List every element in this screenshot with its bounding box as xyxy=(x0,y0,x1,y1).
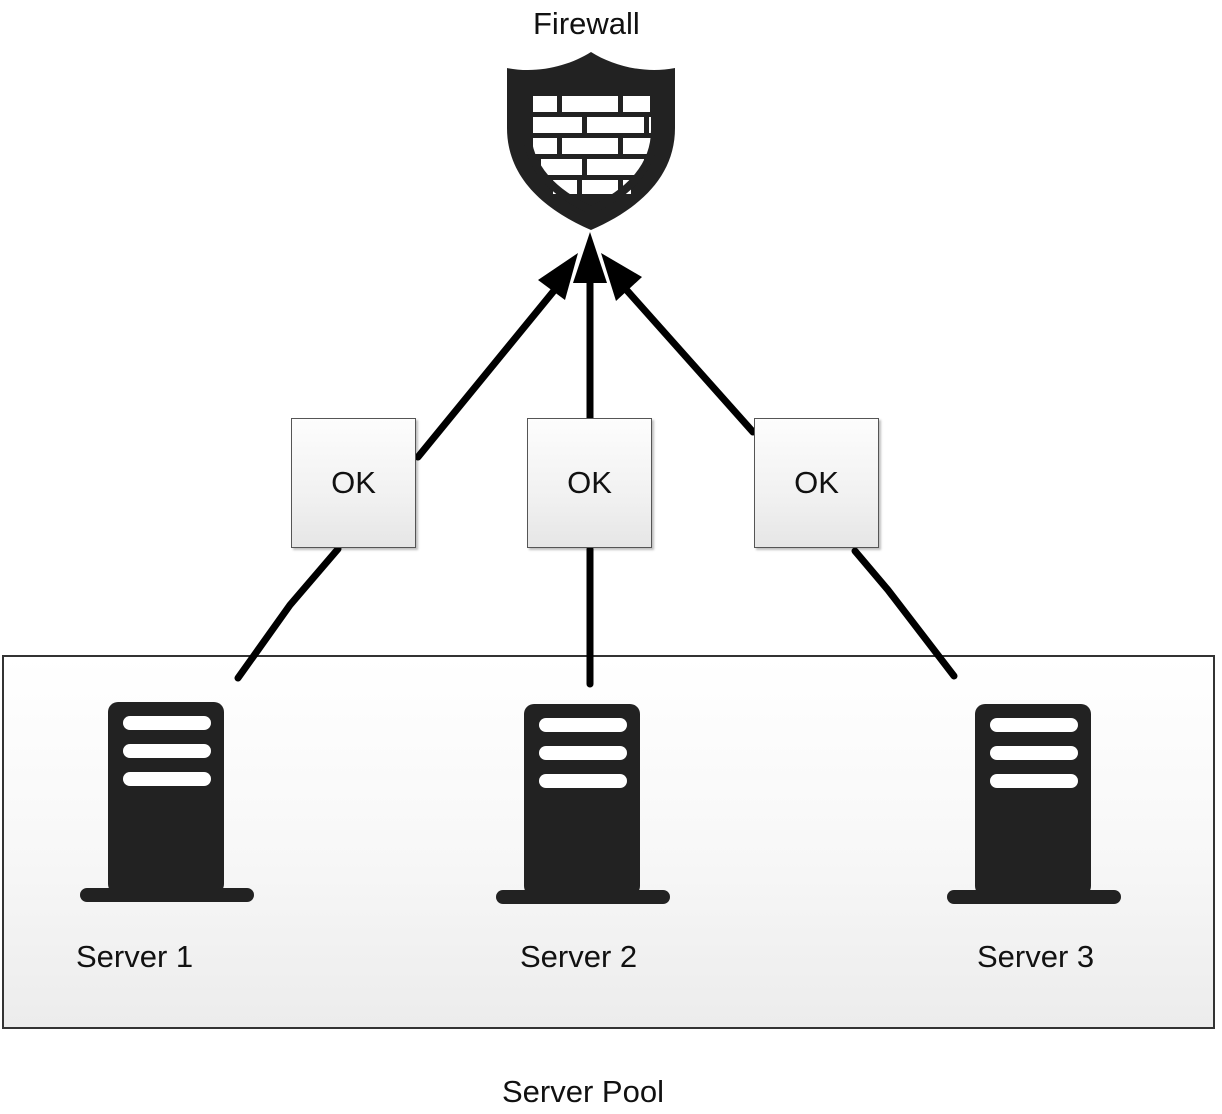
connector-server-3-to-ok xyxy=(851,547,958,680)
server-3-label: Server 3 xyxy=(977,939,1095,974)
arrowhead-center xyxy=(573,232,607,283)
status-box-server-2: OK xyxy=(527,418,652,548)
connector-ok-1-to-firewall xyxy=(414,283,561,461)
status-label: OK xyxy=(794,465,839,500)
status-label: OK xyxy=(331,465,376,500)
firewall-shield-icon xyxy=(505,50,677,232)
server-2-label: Server 2 xyxy=(520,939,638,974)
server-2-icon xyxy=(496,704,670,906)
arrowhead-left xyxy=(538,253,578,300)
firewall-label: Firewall xyxy=(533,6,640,41)
connector-ok-3-to-firewall xyxy=(619,282,757,436)
server-pool-label: Server Pool xyxy=(502,1074,664,1109)
connector-server-1-to-ok xyxy=(234,545,342,682)
status-box-server-3: OK xyxy=(754,418,879,548)
arrowhead-right xyxy=(601,253,642,301)
server-1-label: Server 1 xyxy=(76,939,194,974)
server-1-icon xyxy=(80,702,254,904)
status-label: OK xyxy=(567,465,612,500)
server-3-icon xyxy=(947,704,1121,906)
status-box-server-1: OK xyxy=(291,418,416,548)
